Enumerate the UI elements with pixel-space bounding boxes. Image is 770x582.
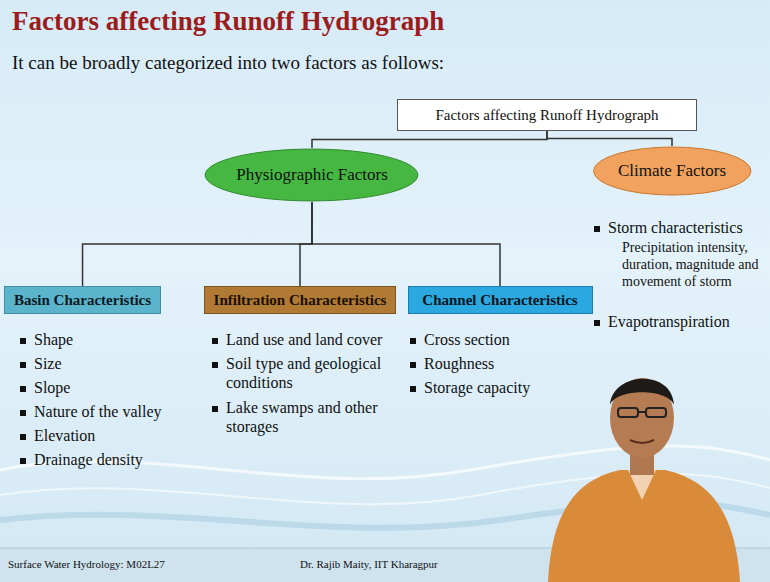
category-ellipse: Climate Factors bbox=[592, 146, 753, 196]
category-ellipse: Physiographic Factors bbox=[203, 148, 420, 202]
bullet-square bbox=[594, 320, 600, 326]
group-box: Infiltration Characteristics bbox=[204, 286, 397, 314]
tree-connector bbox=[312, 202, 500, 286]
bullet-item: Slope bbox=[34, 378, 184, 397]
bullet-item: Land use and land cover bbox=[226, 330, 406, 349]
bullet-item: Size bbox=[34, 354, 184, 373]
bullet-square bbox=[20, 458, 26, 464]
group-box: Channel Characteristics bbox=[408, 286, 593, 314]
bullet-item: Lake swamps and other storages bbox=[226, 398, 406, 436]
node-label: Physiographic Factors bbox=[236, 165, 388, 185]
bullet-item: Roughness bbox=[424, 354, 594, 373]
bullet-square bbox=[212, 362, 218, 368]
bullet-square bbox=[594, 226, 600, 232]
bullet-item: Evapotranspiration bbox=[608, 312, 766, 331]
bullet-square bbox=[20, 362, 26, 368]
tree-connector bbox=[300, 202, 312, 286]
bullet-square bbox=[20, 410, 26, 416]
bullet-square bbox=[410, 386, 416, 392]
subtitle: It can be broadly categorized into two f… bbox=[12, 52, 712, 75]
tree-connector bbox=[547, 131, 672, 146]
tree-connector bbox=[83, 202, 312, 286]
bullet-square bbox=[20, 386, 26, 392]
node-label: Factors affecting Runoff Hydrograph bbox=[435, 107, 658, 124]
node-label: Infiltration Characteristics bbox=[214, 292, 387, 309]
tree-connector bbox=[312, 131, 547, 148]
bullet-square bbox=[212, 338, 218, 344]
bullet-item: Shape bbox=[34, 330, 184, 349]
bullet-square bbox=[410, 362, 416, 368]
bullet-item: Drainage density bbox=[34, 450, 184, 469]
node-label: Channel Characteristics bbox=[422, 292, 577, 309]
sub-note: Precipitation intensity, duration, magni… bbox=[622, 240, 764, 290]
bullet-square bbox=[20, 338, 26, 344]
bullet-square bbox=[212, 406, 218, 412]
bullet-item: Cross section bbox=[424, 330, 594, 349]
bullet-square bbox=[410, 338, 416, 344]
root-box: Factors affecting Runoff Hydrograph bbox=[397, 99, 697, 131]
bullet-item: Storm characteristics bbox=[608, 218, 766, 237]
footer-text: Surface Water Hydrology: M02L27 bbox=[8, 558, 268, 571]
bullet-item: Elevation bbox=[34, 426, 184, 445]
bullet-item: Storage capacity bbox=[424, 378, 594, 397]
footer-text: Dr. Rajib Maity, IIT Kharagpur bbox=[300, 558, 540, 571]
bullet-item: Nature of the valley bbox=[34, 402, 184, 421]
bullet-square bbox=[20, 434, 26, 440]
node-label: Climate Factors bbox=[618, 161, 726, 181]
group-box: Basin Characteristics bbox=[4, 286, 161, 314]
node-label: Basin Characteristics bbox=[14, 292, 151, 309]
presenter-figure bbox=[548, 378, 740, 582]
slide-title: Factors affecting Runoff Hydrograph bbox=[12, 6, 444, 37]
bullet-item: Soil type and geological conditions bbox=[226, 354, 406, 392]
